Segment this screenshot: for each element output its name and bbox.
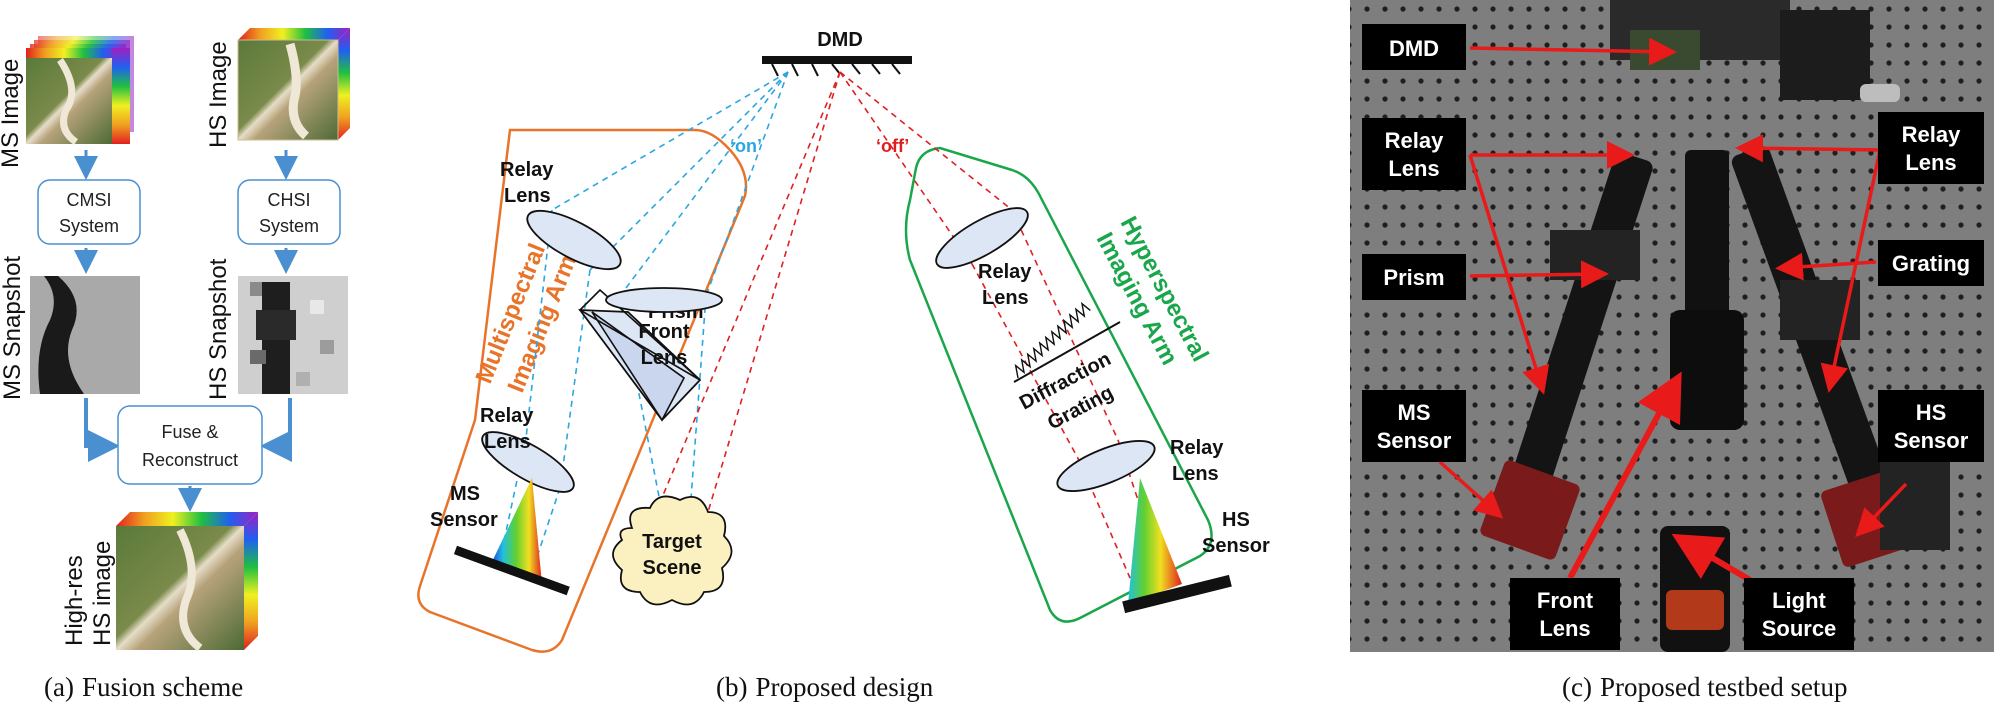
caption-b-label: (b) bbox=[716, 672, 748, 702]
caption-proposed-design: (b)Proposed design bbox=[716, 672, 941, 703]
svg-text:Source: Source bbox=[1762, 616, 1837, 641]
label-light-source: Light Source bbox=[1744, 578, 1854, 650]
label-prism: Prism bbox=[1362, 254, 1466, 300]
front-lens-arrow bbox=[1567, 371, 1682, 580]
ms-image-stack bbox=[26, 36, 134, 145]
svg-text:Grating: Grating bbox=[1892, 251, 1970, 276]
ms-relay-bottom-label-2: Lens bbox=[484, 431, 531, 453]
panel-proposed-design: DMD Multispectral Imaging Arm Hyperspect… bbox=[400, 0, 1330, 712]
hyperspectral-arm-frame bbox=[904, 146, 1213, 623]
ms-relay-top-label-2: Lens bbox=[504, 185, 551, 207]
hs-relay-top-label-1: Relay bbox=[978, 261, 1032, 283]
hs-relay-lens-bottom bbox=[1056, 440, 1156, 492]
ms-relay-lens-bottom bbox=[481, 431, 575, 493]
svg-text:System: System bbox=[59, 216, 119, 236]
ms-sensor-camera bbox=[1480, 460, 1580, 560]
svg-text:Lens: Lens bbox=[1539, 616, 1590, 641]
svg-text:Front: Front bbox=[1537, 588, 1594, 613]
svg-text:Relay: Relay bbox=[1902, 122, 1961, 147]
svg-text:Relay: Relay bbox=[1385, 128, 1444, 153]
svg-text:Sensor: Sensor bbox=[1894, 428, 1969, 453]
ms-relay-lens-top bbox=[526, 209, 622, 271]
hs-sensor-bar bbox=[1122, 574, 1232, 614]
ms-sensor-bar bbox=[453, 545, 570, 596]
hs-relay-bottom-label-2: Lens bbox=[1172, 463, 1219, 485]
fusion-scheme-diagram: MS Image HS Image CMSI System CHSI Syste… bbox=[0, 28, 350, 652]
ms-sensor-label-1: MS bbox=[450, 483, 480, 505]
front-lens-label-2: Lens bbox=[641, 347, 688, 369]
off-label: ‘off’ bbox=[876, 136, 909, 156]
panel-fusion-scheme: MS Image HS Image CMSI System CHSI Syste… bbox=[0, 0, 400, 712]
target-scene-label-2: Scene bbox=[643, 557, 702, 579]
hs-snapshot-image bbox=[238, 276, 348, 394]
hs-image-cube bbox=[237, 28, 350, 141]
svg-text:Light: Light bbox=[1772, 588, 1826, 613]
svg-text:HS: HS bbox=[1916, 400, 1947, 425]
svg-text:Fuse &: Fuse & bbox=[161, 422, 218, 442]
svg-text:Prism: Prism bbox=[1383, 265, 1444, 290]
ms-snapshot-image bbox=[30, 276, 140, 394]
front-lens-label-1: Front bbox=[638, 321, 689, 343]
highres-hs-image-cube bbox=[116, 512, 258, 652]
svg-text:Sensor: Sensor bbox=[1377, 428, 1452, 453]
hs-relay-lens-top bbox=[935, 207, 1029, 269]
svg-text:Reconstruct: Reconstruct bbox=[142, 450, 238, 470]
svg-text:MS: MS bbox=[1398, 400, 1431, 425]
label-front-lens: Front Lens bbox=[1510, 578, 1620, 650]
caption-b-text: Proposed design bbox=[755, 672, 934, 702]
svg-text:System: System bbox=[259, 216, 319, 236]
prism bbox=[578, 288, 702, 422]
multispectral-arm-frame bbox=[417, 128, 748, 653]
target-scene-cloud bbox=[612, 495, 733, 606]
highres-label-line1: High-res bbox=[61, 555, 88, 646]
chsi-system-box: CHSI System bbox=[237, 179, 341, 245]
ms-image-label: MS Image bbox=[0, 59, 24, 168]
caption-fusion-scheme: (a)Fusion scheme bbox=[44, 672, 251, 703]
svg-text:Lens: Lens bbox=[1905, 150, 1956, 175]
hs-sensor-label-2: Sensor bbox=[1202, 535, 1270, 557]
front-lens bbox=[605, 287, 723, 313]
testbed-photo: DMD Relay Lens Relay Lens Prism Grating … bbox=[1350, 0, 1994, 652]
hs-spectrum bbox=[1128, 478, 1182, 604]
ms-relay-bottom-label-1: Relay bbox=[480, 405, 534, 427]
label-grating: Grating bbox=[1878, 240, 1984, 286]
caption-a-label: (a) bbox=[44, 672, 74, 702]
front-lens-tube bbox=[1670, 150, 1744, 430]
label-dmd: DMD bbox=[1362, 24, 1466, 70]
hs-relay-top-label-2: Lens bbox=[982, 287, 1029, 309]
callout-arrows bbox=[1438, 37, 1908, 538]
hs-snapshot-label: HS Snapshot bbox=[205, 258, 232, 400]
caption-c-text: Proposed testbed setup bbox=[1599, 672, 1848, 702]
dmd-mount bbox=[1610, 0, 1900, 102]
hs-relay-bottom-label-1: Relay bbox=[1170, 437, 1224, 459]
ms-spectrum bbox=[490, 478, 542, 584]
on-label: ‘on’ bbox=[730, 136, 762, 156]
dmd-label: DMD bbox=[817, 29, 863, 51]
proposed-design-diagram: DMD Multispectral Imaging Arm Hyperspect… bbox=[417, 29, 1270, 653]
svg-text:CHSI: CHSI bbox=[267, 190, 310, 210]
hs-image-label: HS Image bbox=[205, 41, 232, 148]
svg-text:CMSI: CMSI bbox=[67, 190, 112, 210]
ms-snapshot-label: MS Snapshot bbox=[0, 256, 26, 400]
caption-a-text: Fusion scheme bbox=[81, 672, 244, 702]
ms-relay-top-label-1: Relay bbox=[500, 159, 554, 181]
cmsi-system-box: CMSI System bbox=[37, 179, 141, 245]
label-relay-lens-left: Relay Lens bbox=[1362, 118, 1466, 190]
light-source-arrow bbox=[1671, 533, 1752, 583]
label-hs-sensor: HS Sensor bbox=[1878, 390, 1984, 462]
fuse-reconstruct-box: Fuse & Reconstruct bbox=[117, 405, 263, 485]
panel-testbed-photo: DMD Relay Lens Relay Lens Prism Grating … bbox=[1340, 0, 1994, 712]
hs-sensor-label-1: HS bbox=[1222, 509, 1250, 531]
svg-text:Lens: Lens bbox=[1388, 156, 1439, 181]
label-relay-lens-right: Relay Lens bbox=[1878, 112, 1984, 184]
highres-label-line2: HS image bbox=[89, 541, 116, 646]
caption-c-label: (c) bbox=[1562, 672, 1592, 702]
target-scene-label-1: Target bbox=[642, 531, 702, 553]
diffraction-grating bbox=[1013, 301, 1121, 383]
label-ms-sensor: MS Sensor bbox=[1362, 390, 1466, 462]
svg-text:DMD: DMD bbox=[1389, 36, 1439, 61]
caption-testbed-setup: (c)Proposed testbed setup bbox=[1562, 672, 1855, 703]
ms-sensor-label-2: Sensor bbox=[430, 509, 498, 531]
dmd-mirror: DMD bbox=[762, 29, 912, 77]
